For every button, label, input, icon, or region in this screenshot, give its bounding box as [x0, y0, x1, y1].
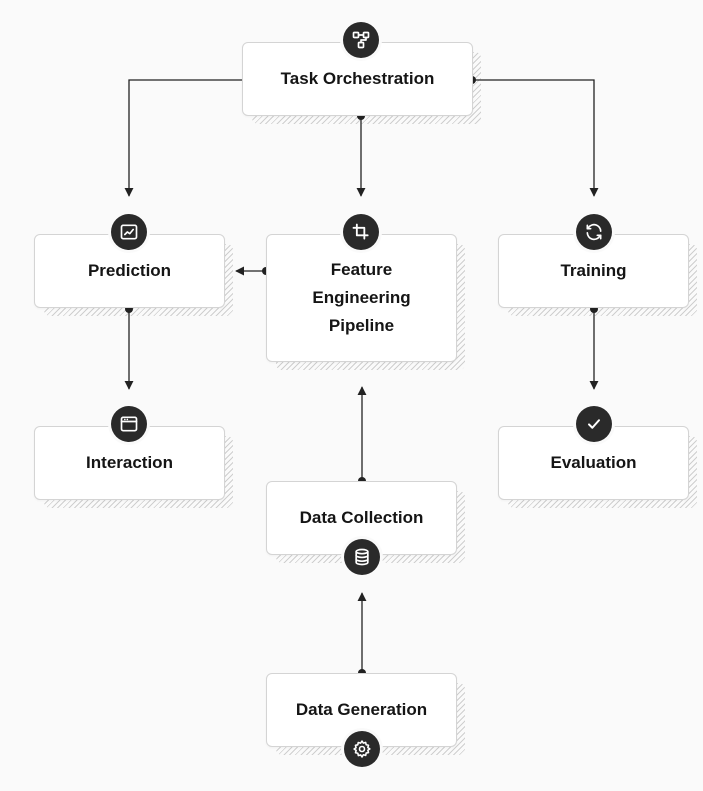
node-feature-engineering-pipeline[interactable]: Feature Engineering Pipeline — [266, 234, 465, 370]
node-label: Data Collection — [299, 508, 424, 527]
refresh-icon — [576, 214, 612, 250]
node-label: Data Generation — [295, 700, 428, 719]
crop-icon — [343, 214, 379, 250]
edge-orchestration-prediction — [124, 79, 246, 197]
gear-icon — [344, 731, 380, 767]
check-icon — [576, 406, 612, 442]
node-label-line: Engineering — [312, 288, 411, 307]
node-label: Interaction — [86, 453, 173, 472]
database-icon — [344, 539, 380, 575]
edge-orchestration-training — [472, 79, 599, 197]
node-evaluation[interactable]: Evaluation — [498, 426, 697, 508]
browser-window-icon — [111, 406, 147, 442]
node-label: Prediction — [87, 261, 172, 280]
node-label: Training — [560, 261, 627, 280]
node-label-line: Pipeline — [328, 316, 395, 335]
node-label-line: Feature — [330, 260, 393, 279]
node-prediction[interactable]: Prediction — [34, 234, 233, 316]
node-label: Task Orchestration — [280, 69, 435, 88]
workflow-icon — [343, 22, 379, 58]
node-label: Evaluation — [550, 453, 637, 472]
line-chart-icon — [111, 214, 147, 250]
